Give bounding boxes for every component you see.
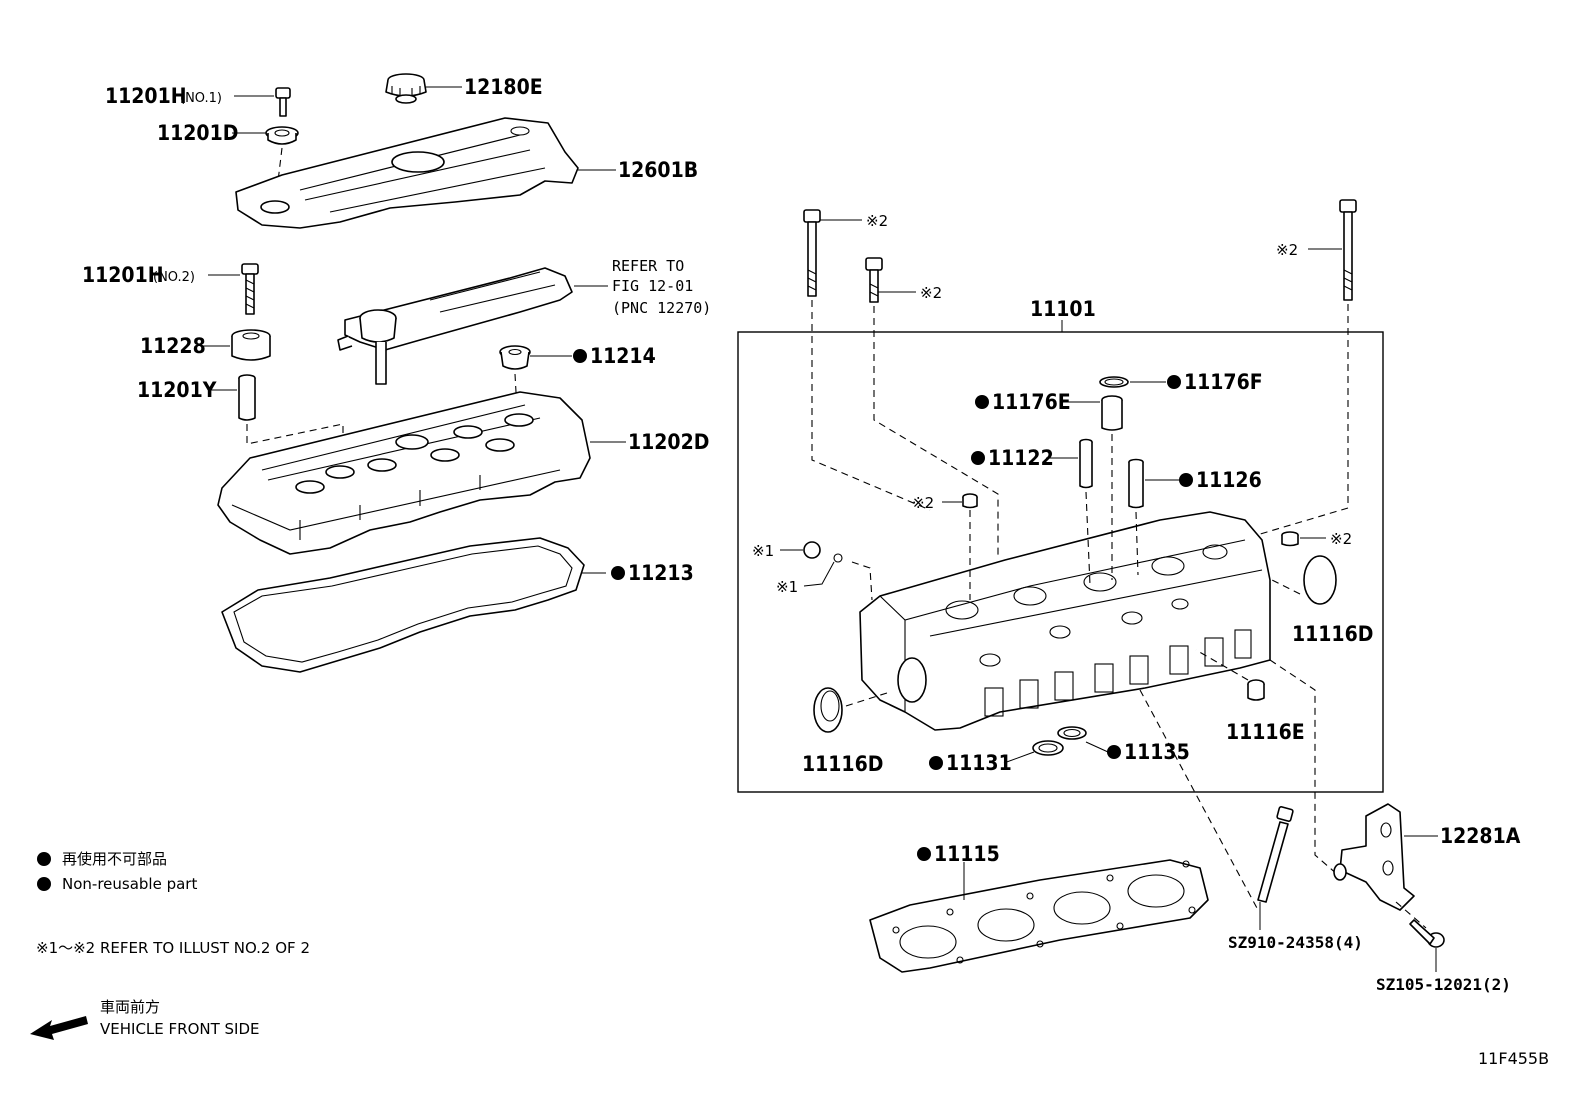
label-11176e: 11176E bbox=[992, 390, 1071, 414]
ref2-label-d: ※2 bbox=[912, 494, 934, 512]
ref2-label-a: ※2 bbox=[866, 212, 888, 230]
o-ring-11176f bbox=[1099, 376, 1129, 388]
non-reusable-dot-icon bbox=[1107, 745, 1121, 759]
ring-11135 bbox=[1057, 726, 1087, 740]
label-sz910-24358: SZ910-24358(4) bbox=[1228, 933, 1363, 952]
collar-11201y bbox=[238, 374, 256, 421]
non-reusable-dot-icon bbox=[573, 349, 587, 363]
ref1-label-b: ※1 bbox=[776, 578, 798, 596]
label-11131: 11131 bbox=[946, 751, 1012, 775]
label-11214: 11214 bbox=[590, 344, 656, 368]
ref1-label-a: ※1 bbox=[752, 542, 774, 560]
grommet-11214 bbox=[499, 345, 531, 370]
non-reusable-dot-icon bbox=[1167, 375, 1181, 389]
label-11201h-no1-note: (NO.1) bbox=[180, 91, 222, 106]
label-sz105-12021: SZ105-12021(2) bbox=[1376, 975, 1511, 994]
expansion-plug-11116d-left bbox=[813, 687, 843, 733]
ring-11131 bbox=[1032, 740, 1064, 756]
refer-to-line1: REFER TO bbox=[612, 257, 684, 275]
non-reusable-dot-icon bbox=[917, 847, 931, 861]
label-12180e: 12180E bbox=[464, 75, 543, 99]
label-12601b: 12601B bbox=[618, 158, 698, 182]
legend-front-en: VEHICLE FRONT SIDE bbox=[100, 1020, 260, 1038]
legend-non-reusable-jp: 再使用不可部品 bbox=[62, 850, 167, 868]
non-reusable-dot-icon bbox=[1179, 473, 1193, 487]
label-11228: 11228 bbox=[140, 334, 206, 358]
label-11101: 11101 bbox=[1030, 297, 1096, 321]
non-reusable-dot-icon bbox=[611, 566, 625, 580]
label-11201d: 11201D bbox=[157, 121, 238, 145]
label-11176f: 11176F bbox=[1184, 370, 1263, 394]
bolt-11201h-no1 bbox=[275, 87, 291, 117]
ventilation-case bbox=[337, 267, 573, 385]
plug-ref1-a bbox=[803, 541, 821, 559]
gasket-11213 bbox=[221, 537, 585, 673]
label-11135: 11135 bbox=[1124, 740, 1190, 764]
non-reusable-dot-icon bbox=[37, 852, 51, 866]
label-11201h-no2: 11201H bbox=[82, 263, 164, 287]
dowel-pin-ref2-right bbox=[1281, 531, 1299, 547]
non-reusable-dot-icon bbox=[37, 877, 51, 891]
oil-filler-cap-12180e bbox=[385, 73, 427, 104]
label-11213: 11213 bbox=[628, 561, 694, 585]
cylinder-head-assy-box bbox=[737, 331, 1384, 793]
label-11122: 11122 bbox=[988, 446, 1054, 470]
bracket-12281a bbox=[1333, 803, 1415, 911]
insulator-11228 bbox=[231, 329, 271, 361]
figure-code: 11F455B bbox=[1478, 1049, 1549, 1068]
label-12281a: 12281A bbox=[1440, 824, 1521, 848]
plug-11176e bbox=[1101, 395, 1123, 431]
plug-11116e bbox=[1247, 679, 1265, 701]
label-11116d-right: 11116D bbox=[1292, 622, 1373, 646]
refer-to-line3: (PNC 12270) bbox=[612, 299, 711, 317]
refer-to-line2: FIG 12-01 bbox=[612, 277, 693, 295]
label-11116d-left: 11116D bbox=[802, 752, 883, 776]
expansion-plug-11116d-right bbox=[1303, 555, 1337, 605]
head-bolt-short bbox=[865, 257, 883, 303]
bolt-sz910-24358 bbox=[1257, 806, 1294, 903]
head-bolt-left bbox=[803, 209, 821, 297]
grommet-11201d bbox=[265, 126, 299, 145]
head-gasket-11115 bbox=[869, 859, 1209, 973]
label-11116e: 11116E bbox=[1226, 720, 1305, 744]
bolt-11201h-no2 bbox=[241, 263, 259, 315]
non-reusable-dot-icon bbox=[971, 451, 985, 465]
legend-non-reusable-en: Non-reusable part bbox=[62, 875, 197, 893]
dowel-pin-ref2-left bbox=[962, 493, 978, 509]
cylinder-head-cover-11202d bbox=[217, 391, 591, 555]
label-11201h-no2-note: (NO.2) bbox=[153, 270, 195, 285]
ball-ref1-b bbox=[833, 553, 843, 563]
legend-front-jp: 車両前方 bbox=[100, 998, 160, 1016]
vehicle-front-arrow-icon bbox=[30, 1016, 88, 1040]
cylinder-head-body bbox=[859, 511, 1271, 731]
non-reusable-dot-icon bbox=[929, 756, 943, 770]
ref2-label-e: ※2 bbox=[1330, 530, 1352, 548]
head-bolt-right bbox=[1339, 199, 1357, 301]
engine-cover-12601b bbox=[235, 117, 579, 229]
valve-guide-11126 bbox=[1128, 458, 1144, 509]
ref2-label-c: ※2 bbox=[1276, 241, 1298, 259]
label-11126: 11126 bbox=[1196, 468, 1262, 492]
bolt-sz105-12021 bbox=[1409, 919, 1445, 948]
ref2-label-b: ※2 bbox=[920, 284, 942, 302]
label-11202d: 11202D bbox=[628, 430, 709, 454]
label-11201h-no1: 11201H bbox=[105, 84, 187, 108]
valve-guide-11122 bbox=[1079, 438, 1093, 489]
label-11201y: 11201Y bbox=[137, 378, 217, 402]
legend-refer-note: ※1～※2 REFER TO ILLUST NO.2 OF 2 bbox=[36, 939, 310, 957]
non-reusable-dot-icon bbox=[975, 395, 989, 409]
label-11115: 11115 bbox=[934, 842, 1000, 866]
